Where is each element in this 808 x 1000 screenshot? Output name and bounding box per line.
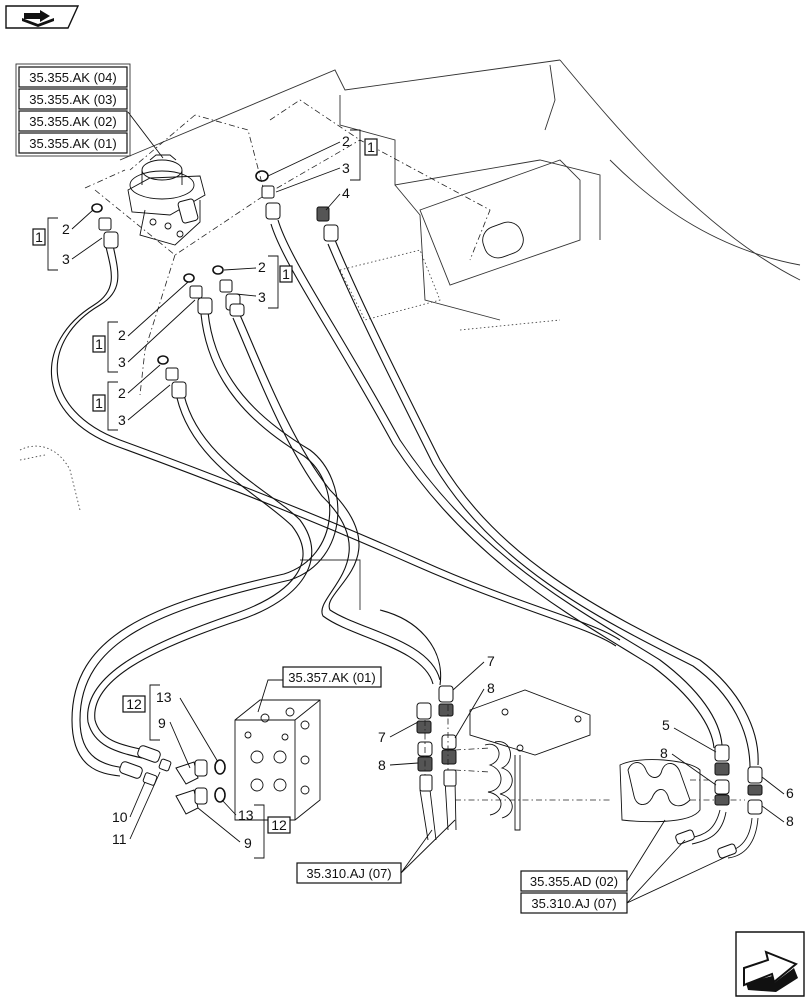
svg-text:11: 11: [112, 831, 127, 847]
svg-text:3: 3: [342, 160, 350, 176]
machine-frame-outline: [19, 59, 801, 610]
callout-5: 5: [662, 717, 717, 753]
mounting-centerlines: [84, 99, 491, 396]
svg-text:35.355.AK (04): 35.355.AK (04): [29, 70, 116, 85]
book-arrow-icon[interactable]: [5, 5, 80, 29]
svg-text:12: 12: [126, 696, 142, 712]
callout-10: 10: [112, 781, 146, 825]
svg-text:8: 8: [660, 745, 668, 761]
svg-text:5: 5: [662, 717, 670, 733]
ref-box-ak01[interactable]: 35.355.AK (01): [18, 132, 128, 154]
leader-right-refs: [626, 819, 731, 904]
svg-text:12: 12: [271, 817, 287, 833]
svg-text:3: 3: [118, 354, 126, 370]
kit-group-lower-right: 12 13 9: [197, 799, 291, 859]
svg-text:3: 3: [62, 251, 70, 267]
svg-text:2: 2: [62, 221, 70, 237]
svg-text:1: 1: [35, 229, 43, 245]
svg-text:6: 6: [786, 785, 794, 801]
callout-11: 11: [112, 771, 161, 847]
leader-valve-ref: [257, 679, 285, 713]
ref-box-ak03[interactable]: 35.355.AK (03): [18, 88, 128, 110]
callout-8-right-1: 8: [660, 745, 717, 786]
callout-7-upper: 7: [452, 653, 495, 691]
ref-box-valve[interactable]: 35.357.AK (01): [282, 666, 382, 688]
svg-text:9: 9: [244, 835, 252, 851]
mounting-bracket: [454, 689, 610, 831]
svg-text:2: 2: [258, 259, 266, 275]
svg-text:3: 3: [258, 289, 266, 305]
svg-text:35.357.AK (01): 35.357.AK (01): [288, 670, 375, 685]
callout-7-lower: 7: [378, 721, 419, 745]
svg-text:2: 2: [342, 133, 350, 149]
kit-group-top-left: 1 2 3: [32, 209, 103, 271]
svg-text:8: 8: [487, 680, 495, 696]
svg-text:35.355.AK (02): 35.355.AK (02): [29, 114, 116, 129]
svg-text:9: 9: [158, 715, 166, 731]
svg-text:4: 4: [342, 185, 350, 201]
callout-8-upper: 8: [454, 680, 495, 739]
svg-text:35.310.AJ (07): 35.310.AJ (07): [531, 896, 616, 911]
ref-stack-frame: [15, 63, 131, 157]
svg-text:13: 13: [156, 689, 172, 705]
svg-text:1: 1: [95, 395, 103, 411]
kit-group-center-left-2: 1 2 3: [92, 364, 171, 431]
svg-text:1: 1: [282, 266, 290, 282]
svg-text:3: 3: [118, 412, 126, 428]
ref-box-ak04[interactable]: 35.355.AK (04): [18, 66, 128, 88]
svg-text:13: 13: [238, 807, 254, 823]
callout-8-lower: 8: [378, 757, 419, 773]
svg-text:1: 1: [367, 139, 375, 155]
kit-group-top-right: 1 2 3 4: [267, 129, 378, 211]
next-page-arrow-icon[interactable]: [735, 931, 805, 997]
valve-block: [234, 699, 321, 821]
joystick-pilot-valve: [127, 154, 206, 246]
kit-group-center-right: 1 2 3: [223, 255, 293, 309]
middle-fittings: [416, 685, 457, 841]
callout-6: 6: [761, 776, 794, 801]
ref-box-aj-right[interactable]: 35.310.AJ (07): [520, 892, 628, 914]
svg-text:2: 2: [118, 385, 126, 401]
svg-text:7: 7: [487, 653, 495, 669]
leader-aj-mid: [400, 819, 456, 874]
svg-text:8: 8: [378, 757, 386, 773]
svg-text:2: 2: [118, 327, 126, 343]
hose-clamp-block: [619, 759, 745, 823]
svg-text:7: 7: [378, 729, 386, 745]
ref-box-ad02[interactable]: 35.355.AD (02): [520, 870, 628, 892]
hoses: [50, 219, 759, 777]
upper-fittings: [91, 170, 339, 399]
callout-8-right-2: 8: [761, 805, 794, 829]
ref-box-aj-mid[interactable]: 35.310.AJ (07): [296, 862, 402, 884]
svg-text:1: 1: [95, 336, 103, 352]
kit-group-lower-left: 12 13 9: [122, 684, 219, 769]
svg-text:10: 10: [112, 809, 128, 825]
svg-text:35.355.AK (01): 35.355.AK (01): [29, 136, 116, 151]
right-fittings: [675, 744, 763, 859]
kit-group-center-left-1: 1 2 3: [92, 281, 196, 373]
ref-box-ak02[interactable]: 35.355.AK (02): [18, 110, 128, 132]
svg-text:35.310.AJ (07): 35.310.AJ (07): [306, 866, 391, 881]
svg-text:8: 8: [786, 813, 794, 829]
svg-text:35.355.AK (03): 35.355.AK (03): [29, 92, 116, 107]
svg-text:35.355.AD (02): 35.355.AD (02): [530, 874, 618, 889]
lower-left-fittings: [119, 745, 226, 815]
leader-ak04: [127, 111, 164, 159]
